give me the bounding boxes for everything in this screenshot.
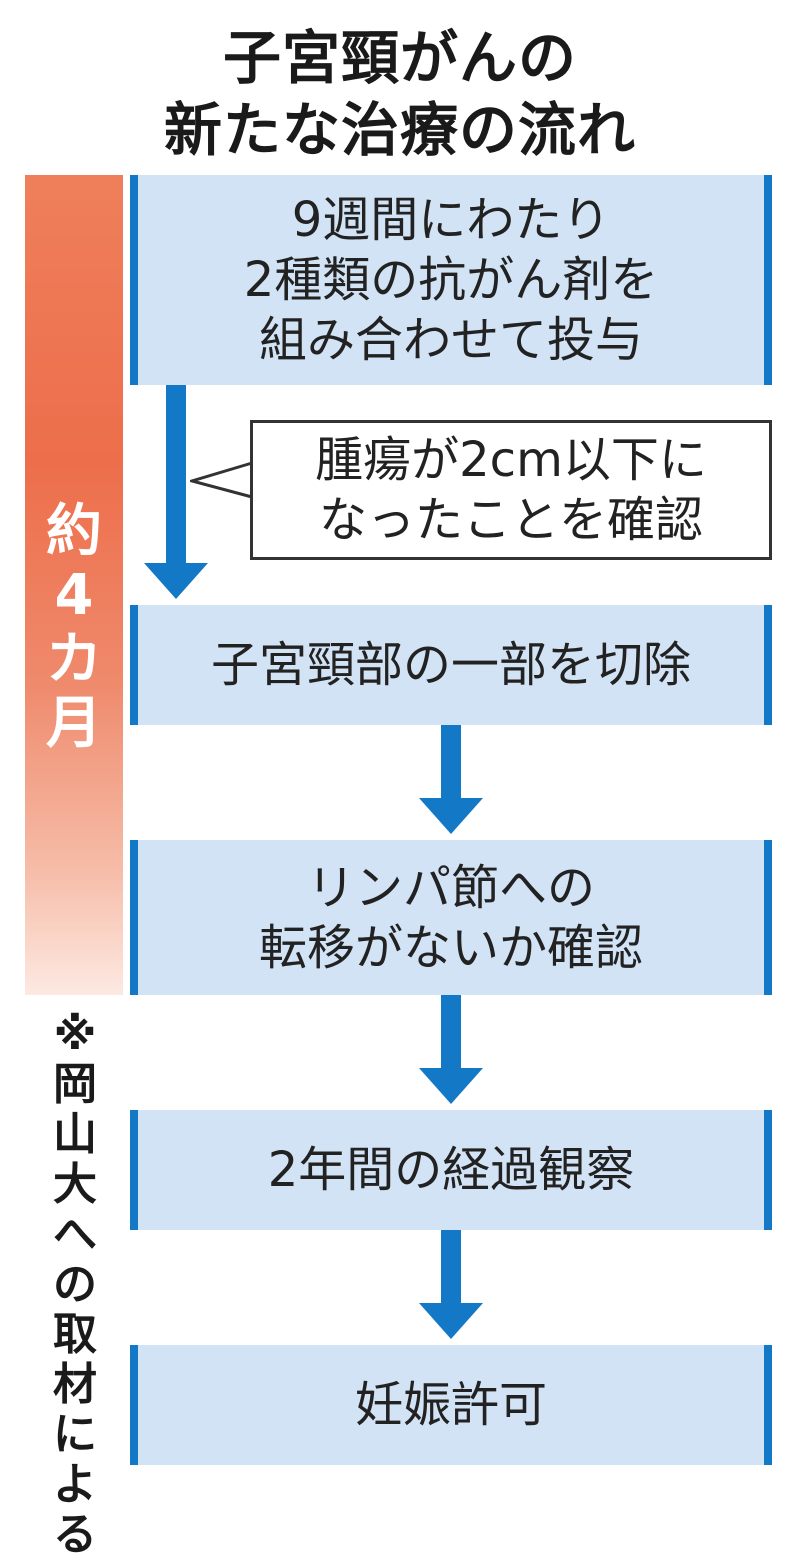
note-char: 材 xyxy=(53,1359,97,1410)
flow-arrow-shaft xyxy=(441,1230,461,1305)
step-text-line: 2種類の抗がん剤を xyxy=(243,252,659,308)
flow-arrow-head xyxy=(419,1303,483,1339)
title-line-1: 子宮頸がんの xyxy=(222,24,577,92)
note-char: に xyxy=(53,1409,97,1460)
callout-text-line: なったことを確認 xyxy=(318,492,703,548)
duration-label: 約 4 カ 月 xyxy=(25,500,123,756)
callout-text-line: 腫瘍が2cm以下に xyxy=(315,432,707,488)
flow-arrow-shaft xyxy=(441,725,461,800)
step-chemotherapy: 9週間にわたり 2種類の抗がん剤を 組み合わせて投与 xyxy=(130,175,772,385)
callout-tail xyxy=(190,460,254,499)
note-char: 大 xyxy=(53,1159,97,1210)
note-char: 取 xyxy=(53,1309,97,1360)
step-text-line: 2年間の経過観察 xyxy=(267,1142,635,1198)
duration-char: カ xyxy=(46,627,102,692)
step-cervix-resection: 子宮頸部の一部を切除 xyxy=(130,605,772,725)
flow-arrow-shaft xyxy=(441,995,461,1070)
note-char: の xyxy=(53,1259,97,1310)
note-char: よ xyxy=(53,1459,97,1510)
step-text-line: 妊娠許可 xyxy=(354,1377,547,1433)
flow-arrow-head xyxy=(419,798,483,834)
note-char: ※ xyxy=(53,1009,97,1060)
step-follow-up: 2年間の経過観察 xyxy=(130,1110,772,1230)
duration-char: 4 xyxy=(54,563,94,628)
step-pregnancy-permitted: 妊娠許可 xyxy=(130,1345,772,1465)
note-char: 岡 xyxy=(53,1059,97,1110)
source-note: ※ 岡 山 大 へ の 取 材 に よ る xyxy=(40,1010,110,1560)
diagram-title: 子宮頸がんの 新たな治療の流れ xyxy=(0,22,800,166)
flow-arrow-shaft xyxy=(166,385,186,565)
title-line-2: 新たな治療の流れ xyxy=(163,96,636,164)
duration-char: 月 xyxy=(46,691,102,756)
step-text-line: 子宮頸部の一部を切除 xyxy=(210,637,691,693)
note-char: へ xyxy=(53,1209,97,1260)
step-text-line: 9週間にわたり xyxy=(291,192,611,248)
callout-tumor-check: 腫瘍が2cm以下に なったことを確認 xyxy=(250,420,772,560)
step-lymph-node-check: リンパ節への 転移がないか確認 xyxy=(130,840,772,995)
duration-char: 約 xyxy=(46,499,102,564)
note-char: る xyxy=(53,1509,97,1560)
step-text-line: 転移がないか確認 xyxy=(258,919,643,976)
note-char: 山 xyxy=(53,1109,97,1160)
step-text-line: リンパ節への xyxy=(306,859,595,916)
flow-arrow-head xyxy=(419,1068,483,1104)
flow-arrow-head xyxy=(144,563,208,599)
duration-bar xyxy=(25,175,123,995)
step-text-line: 組み合わせて投与 xyxy=(258,312,643,368)
